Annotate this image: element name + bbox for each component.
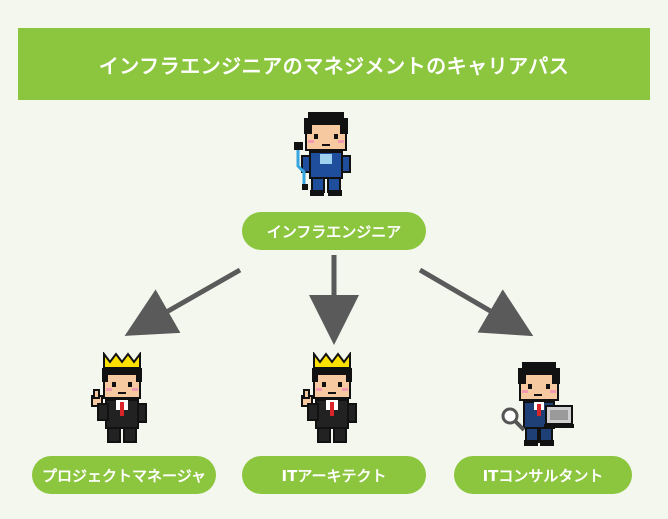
- consultant-with-laptop-and-magnifier-icon: [501, 362, 574, 446]
- crowned-manager-thumbs-up-icon: [91, 352, 147, 443]
- child-node-project-manager: プロジェクトマネージャ: [32, 456, 216, 494]
- arrow-to-project-manager: [124, 267, 242, 336]
- child-node-label: プロジェクトマネージャ: [42, 466, 206, 485]
- child-node-it-consultant: ITコンサルタント: [454, 456, 632, 494]
- arrow-to-it-consultant: [418, 267, 534, 337]
- crowned-architect-thumbs-up-icon: [301, 352, 357, 443]
- engineer-with-cable-icon: [294, 112, 351, 196]
- child-node-label: ITアーキテクト: [281, 466, 387, 485]
- root-node-infrastructure-engineer: インフラエンジニア: [242, 212, 426, 250]
- root-node-label: インフラエンジニア: [266, 222, 402, 241]
- child-node-label: ITコンサルタント: [482, 466, 604, 485]
- diagram-title: インフラエンジニアのマネジメントのキャリアパス: [18, 28, 650, 100]
- child-node-it-architect: ITアーキテクト: [242, 456, 426, 494]
